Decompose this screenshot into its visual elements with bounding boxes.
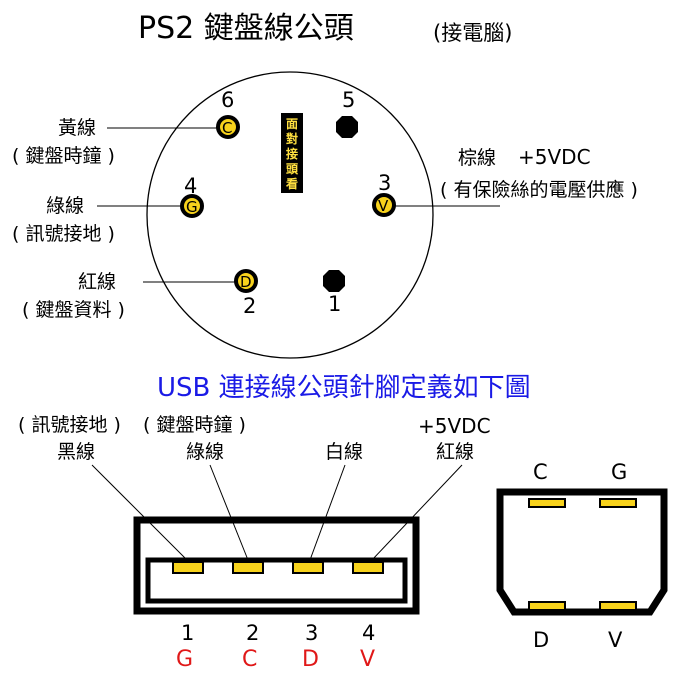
- end-view-label-d: D: [533, 628, 549, 652]
- ps2-pin-3-letter: V: [378, 197, 389, 215]
- wire-green-desc: ( 訊號接地 ): [12, 223, 115, 245]
- usb-plug-shell: [133, 516, 420, 615]
- ps2-pin-2: [234, 269, 258, 293]
- ps2-pin-1: [323, 270, 345, 292]
- usb-title: USB 連接線公頭針腳定義如下圖: [157, 373, 531, 403]
- wire-red-name: 紅線: [78, 271, 116, 293]
- end-view-label-v: V: [608, 628, 623, 652]
- usb-pin-4-letter: V: [360, 647, 375, 672]
- usb-pin-2-letter: C: [242, 647, 257, 672]
- usb-wire-4-desc: +5VDC: [418, 414, 491, 438]
- usb-leader-2: [209, 464, 249, 561]
- usb-pin-1-number: 1: [181, 621, 194, 645]
- wire-green-name: 綠線: [46, 195, 84, 217]
- wire-brown-name: 棕線: [458, 147, 496, 169]
- ps2-pin-3: [372, 193, 396, 217]
- usb-pin-1-letter: G: [176, 647, 193, 672]
- usb-wire-1-desc: ( 訊號接地 ): [18, 414, 121, 436]
- ps2-connector-face: [146, 71, 434, 359]
- end-view-contact-d: [528, 601, 566, 611]
- usb-contact-1: [172, 561, 204, 574]
- end-view-contact-g: [599, 498, 637, 508]
- ps2-pin-2-number: 2: [243, 294, 256, 318]
- ps2-pin-4: [180, 194, 204, 218]
- wire-yellow-desc: ( 鍵盤時鐘 ): [12, 145, 115, 167]
- usb-wire-2-desc: ( 鍵盤時鐘 ): [143, 414, 246, 436]
- wire-brown-voltage: +5VDC: [518, 145, 591, 169]
- usb-pin-4-number: 4: [362, 621, 375, 645]
- wire-red-desc: ( 鍵盤資料 ): [22, 299, 125, 321]
- ps2-pin-6: [216, 115, 240, 139]
- ps2-pin-6-number: 6: [221, 88, 234, 112]
- ps2-pin-6-letter: C: [222, 119, 232, 137]
- end-view-label-c: C: [533, 460, 548, 484]
- face-label-box: [281, 113, 303, 193]
- usb-contact-3: [292, 561, 324, 574]
- face-label-char: 頭: [286, 162, 299, 176]
- usb-wire-2-name: 綠線: [186, 441, 224, 463]
- face-label-char: 對: [286, 131, 298, 146]
- end-view-label-g: G: [611, 460, 627, 484]
- ps2-pin-5: [336, 116, 358, 138]
- usb-leader-1: [91, 464, 188, 561]
- usb-plug-tongue: [145, 557, 408, 604]
- usb-contact-2: [232, 561, 264, 574]
- usb-end-view-shell: [496, 488, 668, 616]
- ps2-pin-3-number: 3: [378, 171, 391, 195]
- ps2-pin-1-number: 1: [328, 292, 341, 316]
- usb-pin-3-number: 3: [305, 621, 318, 645]
- wire-yellow-name: 黃線: [58, 117, 96, 139]
- end-view-contact-c: [528, 498, 566, 508]
- usb-leader-4: [371, 464, 463, 561]
- usb-pin-2-number: 2: [246, 621, 259, 645]
- wire-brown-desc: ( 有保險絲的電壓供應 ): [440, 178, 638, 201]
- usb-pin-3-letter: D: [302, 647, 319, 672]
- ps2-pin-2-letter: D: [240, 273, 252, 291]
- usb-wire-4-name: 紅線: [436, 441, 474, 463]
- ps2-title: PS2 鍵盤線公頭: [138, 11, 354, 46]
- ps2-pin-5-number: 5: [342, 88, 355, 112]
- usb-leader-3: [309, 464, 346, 561]
- usb-wire-3-name: 白線: [325, 441, 363, 463]
- face-label-char: 看: [286, 176, 298, 191]
- face-label-char: 接: [286, 146, 298, 161]
- usb-contact-4: [352, 561, 384, 574]
- ps2-title-note: (接電腦): [433, 21, 512, 45]
- ps2-pin-4-letter: G: [186, 198, 198, 216]
- ps2-pin-4-number: 4: [184, 174, 197, 198]
- end-view-contact-v: [599, 601, 637, 611]
- face-label-char: 面: [286, 117, 298, 131]
- usb-wire-1-name: 黑線: [57, 441, 95, 463]
